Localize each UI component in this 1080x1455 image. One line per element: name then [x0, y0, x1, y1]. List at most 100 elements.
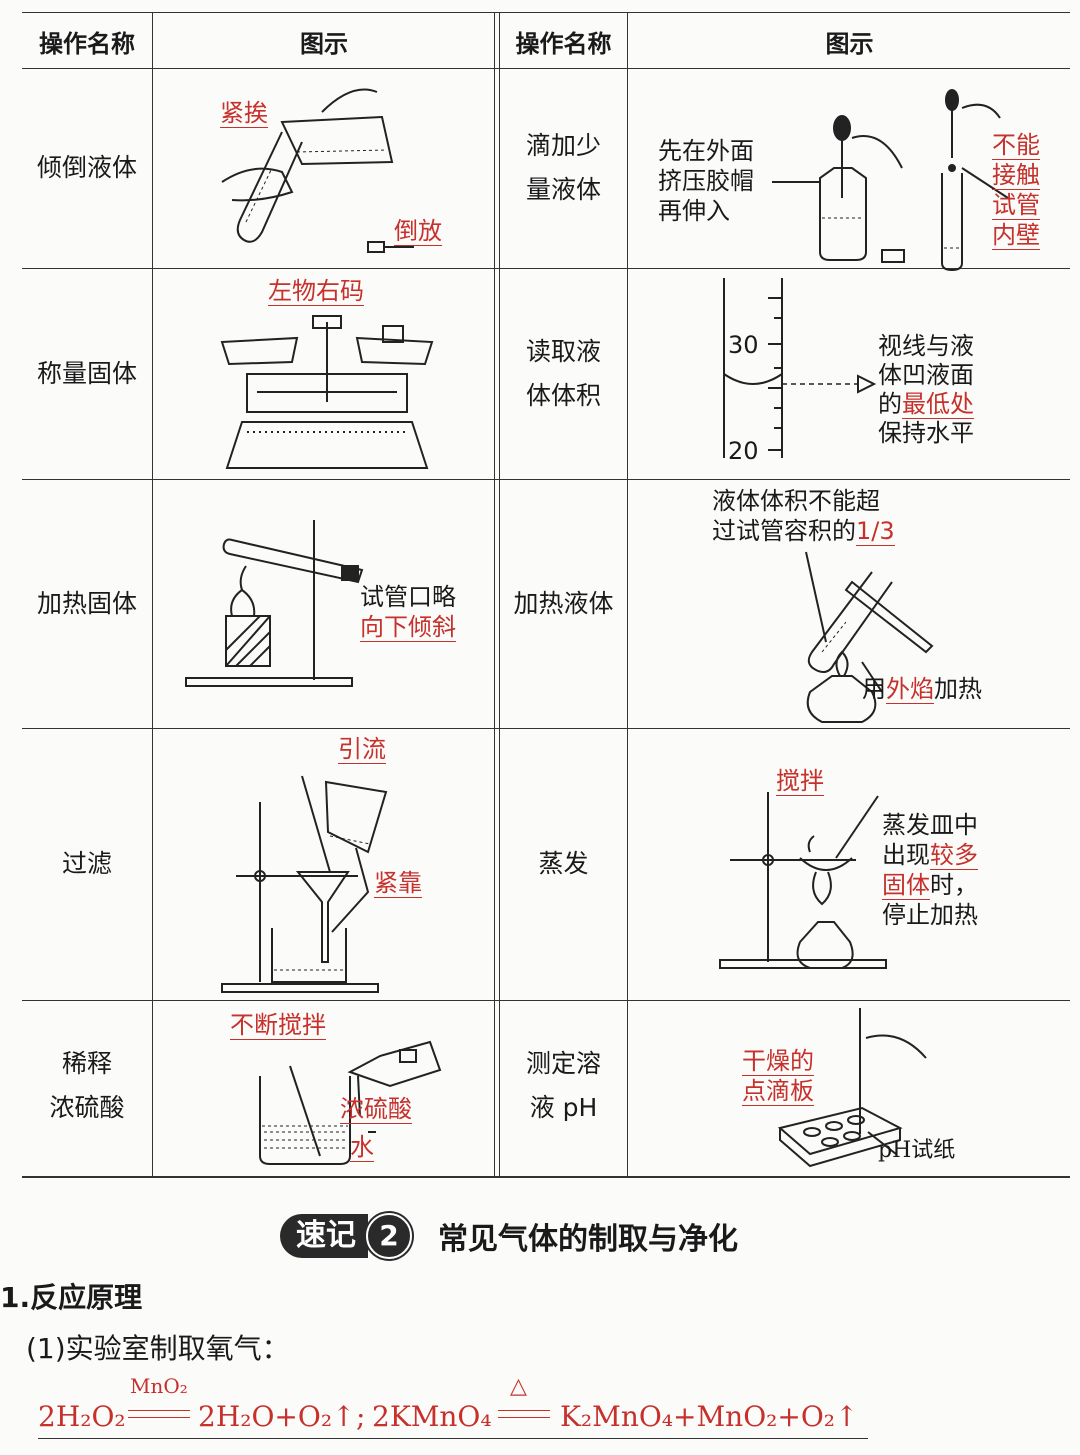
label-no-touch-wall: 不能 接触 试管 内壁 [992, 130, 1040, 250]
label-left-object-right-weight: 左物右码 [268, 276, 364, 306]
op-name-line: 量液体 [525, 175, 601, 204]
label-outer-flame-key: 外焰 [886, 675, 934, 704]
label-text: 水 [350, 1133, 374, 1162]
evaporation-illustration [716, 782, 896, 1006]
eq-equals-sign [498, 1410, 550, 1418]
heat-solid-illustration [182, 520, 382, 694]
header-divider [22, 68, 1070, 69]
op-filter: 过滤 [22, 842, 152, 886]
filtration-illustration [218, 752, 398, 996]
op-pour-liquid: 倾倒液体 [22, 146, 152, 190]
op-measure-ph: 测定溶 液 pH [500, 1042, 627, 1130]
label-text: 紧靠 [374, 869, 422, 898]
op-name-line: 体体积 [525, 381, 601, 410]
op-name-line: 蒸发 [538, 849, 589, 878]
op-weigh-solid: 称量固体 [22, 352, 152, 396]
section-header: 速记 2 常见气体的制取与净化 [280, 1213, 738, 1259]
op-name-line: 稀释 [61, 1049, 112, 1078]
label-outer-flame: 用外焰加热 [862, 674, 982, 704]
label-line: 点滴板 [742, 1077, 814, 1106]
label-text: 的 [878, 390, 902, 418]
label-text: 紧挨 [220, 99, 268, 128]
label-line: 试管口略 [360, 583, 456, 611]
operations-table: 操作名称 图示 操作名称 图示 倾倒液体 滴加少 量液体 紧挨 倒放 先在外面 … [22, 12, 1070, 1178]
op-name-line: 加热液体 [513, 589, 614, 618]
op-name-line: 倾倒液体 [36, 153, 137, 182]
eq-product-1: 2H₂O+O₂↑ [198, 1400, 356, 1433]
label-water: 水 [350, 1132, 374, 1162]
label-solid: 固体 [882, 871, 930, 900]
label-upside-down: 倒放 [394, 216, 442, 246]
balance-illustration [217, 312, 437, 476]
label-text: 引流 [338, 735, 386, 764]
section-badge: 速记 [280, 1214, 368, 1258]
ph-test-illustration [750, 1008, 930, 1172]
label-line: 向下倾斜 [360, 613, 456, 642]
eq-product-2: K₂MnO₄+MnO₂+O₂↑ [560, 1400, 859, 1433]
label-text: 出现 [882, 841, 930, 869]
double-col-divider [494, 12, 500, 1178]
label-text: 过试管容积的 [712, 517, 856, 545]
label-dry-spot-plate: 干燥的 点滴板 [742, 1046, 814, 1106]
label-keep-stirring: 不断搅拌 [230, 1010, 326, 1040]
label-text: 时， [930, 871, 978, 899]
label-line: 试管 [992, 191, 1040, 220]
label-line: 干燥的 [742, 1047, 814, 1076]
table-bottom-border [22, 1176, 1070, 1178]
label-volume-limit: 液体体积不能超 过试管容积的1/3 [712, 486, 895, 546]
eq-reactant-kmno4: 2KMnO₄ [372, 1400, 492, 1433]
label-line: 蒸发皿中 [882, 811, 978, 839]
header-operation-name-right: 操作名称 [515, 30, 612, 58]
label-line: 不能 [992, 131, 1040, 160]
op-name-line: 读取液 [525, 337, 601, 366]
heading-reaction-principle: 1.反应原理 [0, 1281, 143, 1314]
label-text: 倒放 [394, 217, 442, 246]
op-name-line: 测定溶 [525, 1049, 601, 1078]
label-line: 停止加热 [882, 901, 978, 929]
eq-heat-sign: △ [510, 1374, 527, 1399]
label-text: 浓硫酸 [340, 1095, 412, 1124]
label-text: 搅拌 [776, 767, 824, 796]
label-line: 再伸入 [658, 197, 730, 225]
op-drop-liquid: 滴加少 量液体 [500, 124, 627, 212]
op-heat-solid: 加热固体 [22, 582, 152, 626]
row-divider [22, 268, 1070, 269]
col-divider [152, 12, 153, 1178]
op-name-line: 浓硫酸 [49, 1093, 125, 1122]
label-text: 加热 [934, 675, 982, 703]
heading-oxygen-preparation: (1)实验室制取氧气： [26, 1332, 290, 1365]
tick-20: 20 [728, 437, 759, 465]
label-lean-close: 紧靠 [374, 868, 422, 898]
eq-catalyst-mno2: MnO₂ [130, 1374, 188, 1398]
label-line: 体凹液面 [878, 361, 974, 389]
op-name-line: 加热固体 [36, 589, 137, 618]
row-divider [22, 1000, 1070, 1001]
heat-liquid-illustration [782, 551, 962, 726]
op-read-volume: 读取液 体体积 [500, 330, 627, 418]
op-name-line: 液 pH [529, 1093, 598, 1122]
label-conc-sulfuric-acid: 浓硫酸 [340, 1094, 412, 1124]
header-operation-name-left: 操作名称 [39, 30, 135, 58]
tick-30: 30 [728, 331, 759, 359]
header-figure-left: 图示 [300, 30, 348, 58]
row-divider [22, 728, 1070, 729]
pour-liquid-illustration [192, 82, 492, 266]
label-text: 不断搅拌 [230, 1011, 326, 1040]
label-line: 接触 [992, 161, 1040, 190]
label-text: 左物右码 [268, 277, 364, 306]
label-stir: 搅拌 [776, 766, 824, 796]
dilution-illustration [250, 1036, 450, 1170]
label-line: 内壁 [992, 221, 1040, 250]
label-one-third: 1/3 [856, 517, 895, 546]
op-evaporate: 蒸发 [500, 842, 627, 886]
section-title: 常见气体的制取与净化 [438, 1222, 738, 1257]
eq-separator: ; [356, 1400, 366, 1433]
row-divider [22, 479, 1070, 480]
label-guide-flow: 引流 [338, 734, 386, 764]
label-eye-level: 视线与液 体凹液面 的最低处 保持水平 [878, 332, 974, 448]
eq-equals-sign [128, 1410, 190, 1418]
label-line: 液体体积不能超 [712, 487, 880, 515]
label-line: 视线与液 [878, 332, 974, 360]
label-squeeze-first: 先在外面 挤压胶帽 再伸入 [658, 136, 754, 226]
op-name-line: 滴加少 [525, 131, 601, 160]
